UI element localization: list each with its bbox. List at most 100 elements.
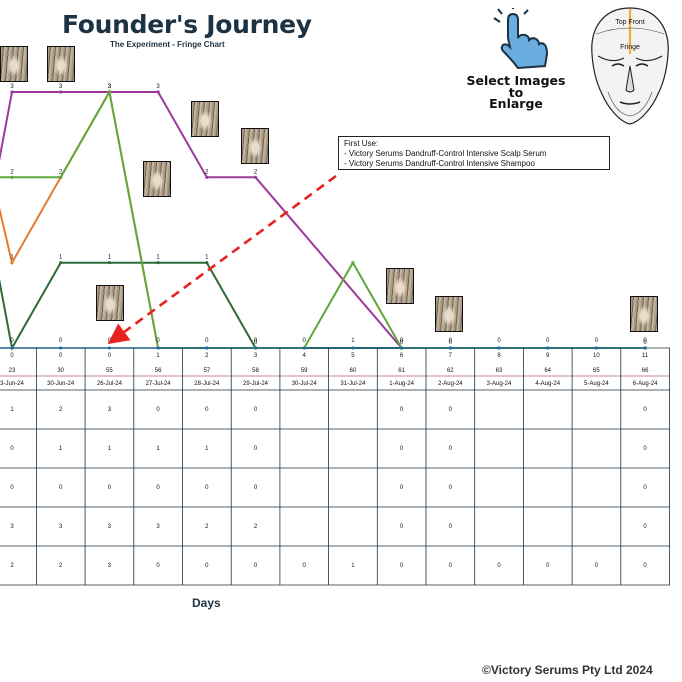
day-label: 59 — [301, 368, 308, 374]
data-point — [59, 90, 63, 94]
table-cell: 0 — [449, 563, 453, 569]
point-label: 0 — [546, 338, 550, 344]
point-label: 1 — [10, 255, 14, 261]
table-cell: 0 — [400, 446, 404, 452]
point-label: 3 — [10, 84, 14, 90]
date-label: 30-Jul-24 — [292, 381, 318, 387]
x-index-label: 2 — [205, 353, 209, 359]
x-index-label: 1 — [156, 353, 160, 359]
x-index-label: 3 — [254, 353, 258, 359]
table-cell: 0 — [108, 485, 112, 491]
data-point — [59, 175, 63, 179]
point-label: 1 — [205, 255, 209, 261]
x-index-label: 0 — [59, 353, 63, 359]
head-diagram: Top Front Fringe — [591, 7, 669, 125]
point-label: 0 — [10, 338, 14, 344]
day-label: 63 — [496, 368, 503, 374]
table-cell: 3 — [10, 524, 14, 530]
hair-photo-thumbnail[interactable] — [191, 101, 219, 137]
day-label: 60 — [350, 368, 357, 374]
day-label: 62 — [447, 368, 454, 374]
table-cell: 0 — [643, 407, 647, 413]
point-label: 3 — [108, 84, 112, 90]
data-point — [10, 261, 14, 265]
point-label: 0 — [595, 338, 599, 344]
hair-photo-thumbnail[interactable] — [96, 285, 124, 321]
point-label: 0 — [205, 338, 209, 344]
hair-photo-thumbnail[interactable] — [0, 46, 28, 82]
date-label: 30-Jun-24 — [47, 381, 75, 387]
first-use-callout: First Use: - Victory Serums Dandruff-Con… — [338, 136, 610, 170]
day-label: 23 — [9, 368, 16, 374]
table-cell: 0 — [400, 563, 404, 569]
point-label: 0 — [643, 340, 647, 346]
data-point — [156, 261, 160, 265]
point-label: 1 — [351, 338, 355, 344]
table-cell: 0 — [643, 446, 647, 452]
table-cell: 1 — [205, 446, 209, 452]
hair-photo-thumbnail[interactable] — [435, 296, 463, 332]
x-index-label: 8 — [497, 353, 501, 359]
point-label: 0 — [108, 338, 112, 344]
table-cell: 0 — [546, 563, 550, 569]
point-label: 2 — [10, 169, 14, 175]
table-cell: 0 — [449, 446, 453, 452]
callout-line1: - Victory Serums Dandruff-Control Intens… — [344, 149, 547, 158]
table-cell: 1 — [108, 446, 112, 452]
table-cell: 2 — [205, 524, 209, 530]
date-label: 28-Jul-24 — [194, 381, 220, 387]
pointer-hand-icon — [493, 8, 549, 70]
x-index-label: 9 — [546, 353, 550, 359]
date-label: 29-Jul-24 — [243, 381, 269, 387]
table-cell: 0 — [449, 485, 453, 491]
table-cell: 0 — [254, 446, 258, 452]
select-images-label: Select Images to Enlarge — [466, 73, 566, 111]
table-cell: 2 — [10, 563, 14, 569]
point-label: 0 — [59, 338, 63, 344]
date-label: 27-Jul-24 — [146, 381, 172, 387]
data-point — [253, 175, 258, 179]
point-label: 3 — [59, 84, 63, 90]
point-label: 1 — [156, 255, 160, 261]
hair-photo-thumbnail[interactable] — [630, 296, 658, 332]
table-cell: 3 — [108, 407, 112, 413]
day-label: 57 — [203, 368, 210, 374]
hair-photo-thumbnail[interactable] — [386, 268, 414, 304]
top-front-label: Top Front — [615, 19, 645, 26]
data-point — [10, 175, 14, 179]
point-label: 0 — [303, 338, 307, 344]
data-point — [156, 90, 160, 94]
point-label: 1 — [108, 255, 112, 261]
data-point — [107, 261, 111, 265]
table-cell: 0 — [156, 485, 160, 491]
table-cell: 0 — [156, 407, 160, 413]
table-cell: 2 — [254, 524, 258, 530]
point-label: 0 — [449, 340, 453, 346]
point-label: 2 — [254, 169, 258, 175]
data-point — [59, 261, 63, 265]
point-label: 0 — [156, 338, 160, 344]
date-label: 3-Jun-24 — [0, 381, 24, 387]
table-cell: 0 — [643, 563, 647, 569]
table-cell: 1 — [156, 446, 160, 452]
table-cell: 0 — [59, 485, 63, 491]
point-label: 2 — [59, 169, 63, 175]
table-cell: 3 — [59, 524, 63, 530]
date-label: 31-Jul-24 — [340, 381, 366, 387]
date-label: 5-Aug-24 — [584, 381, 609, 387]
table-cell: 0 — [254, 485, 258, 491]
table-cell: 1 — [351, 563, 355, 569]
hair-photo-thumbnail[interactable] — [143, 161, 171, 197]
hair-photo-thumbnail[interactable] — [47, 46, 75, 82]
callout-title: First Use: — [344, 139, 379, 148]
point-label: 0 — [254, 338, 258, 344]
x-axis-label: Days — [192, 596, 221, 610]
table-cell: 0 — [595, 563, 599, 569]
x-index-label: 0 — [10, 353, 14, 359]
table-cell: 0 — [254, 407, 258, 413]
day-label: 30 — [57, 368, 64, 374]
hair-photo-thumbnail[interactable] — [241, 128, 269, 164]
table-cell: 0 — [205, 563, 209, 569]
date-label: 3-Aug-24 — [487, 381, 512, 387]
